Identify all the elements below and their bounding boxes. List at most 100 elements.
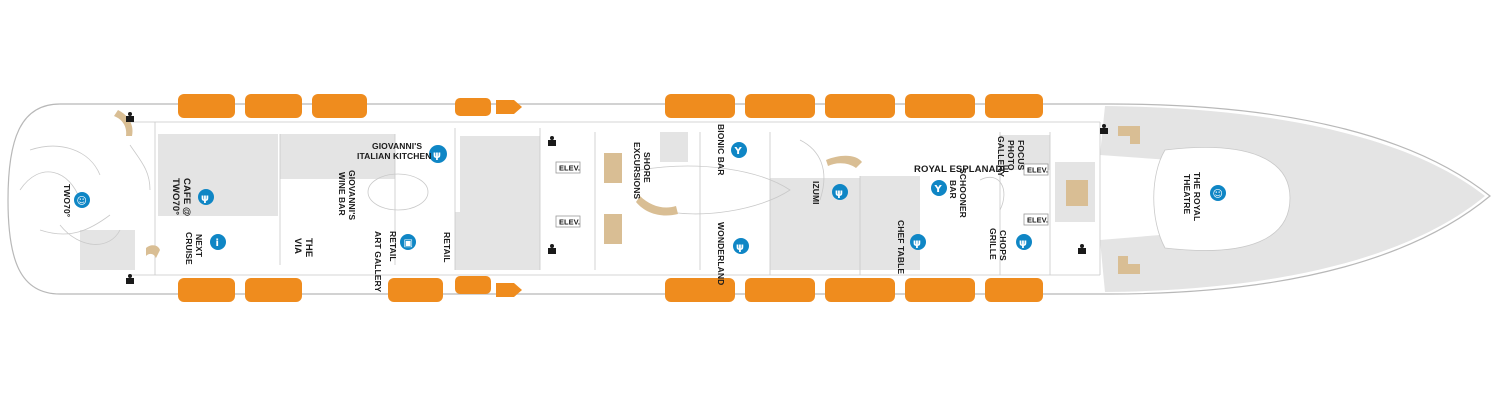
elevator-4: ELEV. xyxy=(1023,213,1049,226)
svg-text:TWO70°: TWO70° xyxy=(170,178,181,215)
label-chef-table: CHEF TABLE xyxy=(896,220,906,274)
theatre-masks-icon: ☺ xyxy=(1210,185,1226,201)
svg-text:ψ: ψ xyxy=(433,150,441,161)
svg-text:THE: THE xyxy=(303,238,314,257)
svg-text:Y: Y xyxy=(934,184,943,195)
restroom-icons xyxy=(126,112,1108,284)
label-giovannis-italian-kitchen-2: ITALIAN KITCHEN xyxy=(357,151,432,161)
svg-text:BIONIC BAR: BIONIC BAR xyxy=(716,124,726,176)
dining-icon: ψ xyxy=(429,145,447,163)
svg-text:PHOTO: PHOTO xyxy=(1006,140,1016,171)
svg-text:FOCUS: FOCUS xyxy=(1016,140,1026,170)
shopping-bag-icon: ▣ xyxy=(400,234,416,250)
label-bionic-bar: BIONIC BAR xyxy=(716,124,726,176)
svg-text:CRUISE: CRUISE xyxy=(184,232,194,265)
svg-text:CAFE @: CAFE @ xyxy=(181,178,192,216)
elevator-2: ELEV. xyxy=(555,215,581,228)
svg-text:WONDERLAND: WONDERLAND xyxy=(716,222,726,285)
label-schooner-bar: SCHOONER BAR xyxy=(948,168,968,218)
cocktail-icon: Y xyxy=(731,142,747,158)
elevator-3: ELEV. xyxy=(1023,163,1049,176)
svg-text:WINE BAR: WINE BAR xyxy=(337,172,347,216)
svg-text:THEATRE: THEATRE xyxy=(1182,174,1192,214)
label-the-via: THE VIA xyxy=(292,238,314,257)
stairs xyxy=(114,110,1140,274)
restroom-icon xyxy=(1078,244,1086,254)
svg-text:IZUMI: IZUMI xyxy=(811,181,821,205)
lifeboats-bottom xyxy=(178,276,1043,302)
svg-text:RETAIL: RETAIL xyxy=(442,232,452,263)
esplanade-curves xyxy=(639,139,1005,215)
dining-icon: ψ xyxy=(910,234,926,250)
label-shore-excursions: SHORE EXCURSIONS xyxy=(632,142,652,199)
svg-text:GRILLE: GRILLE xyxy=(988,228,998,260)
svg-text:ψ: ψ xyxy=(201,193,209,204)
svg-text:ψ: ψ xyxy=(1019,238,1027,249)
svg-text:ELEV.: ELEV. xyxy=(1027,166,1048,175)
label-royal-theatre: THE ROYAL THEATRE xyxy=(1182,172,1202,221)
label-cafe-two70: CAFE @ TWO70° xyxy=(170,178,192,216)
svg-text:GALLERY: GALLERY xyxy=(996,136,1006,177)
dining-icon: ψ xyxy=(733,238,749,254)
restroom-icon xyxy=(548,244,556,254)
svg-text:ART GALLERY: ART GALLERY xyxy=(373,231,383,292)
svg-text:TWO70°: TWO70° xyxy=(62,184,72,218)
room-cafe xyxy=(158,134,278,216)
svg-text:ELEV.: ELEV. xyxy=(1027,216,1048,225)
lifeboats-top xyxy=(178,94,1043,118)
dining-icon: ψ xyxy=(198,189,214,205)
room-esplanade-center xyxy=(860,176,920,270)
elevator-1: ELEV. xyxy=(555,161,581,174)
restroom-icon xyxy=(126,112,134,122)
aft-curves xyxy=(19,144,151,245)
svg-text:RETAIL: RETAIL xyxy=(388,231,398,262)
label-chops-grille: CHOPS GRILLE xyxy=(988,228,1008,261)
room-giovanni-kitchen xyxy=(280,134,395,179)
svg-text:SCHOONER: SCHOONER xyxy=(958,168,968,218)
label-art-gallery: ART GALLERY xyxy=(373,231,383,292)
svg-text:ELEV.: ELEV. xyxy=(559,164,580,173)
room-bottom-left xyxy=(80,230,135,270)
svg-text:SHORE: SHORE xyxy=(642,152,652,183)
svg-text:VIA: VIA xyxy=(292,238,303,254)
room-wine xyxy=(460,136,540,216)
label-focus-photo-gallery: FOCUS PHOTO GALLERY xyxy=(996,136,1026,177)
svg-text:NEXT: NEXT xyxy=(194,234,204,258)
label-izumi: IZUMI xyxy=(811,181,821,205)
svg-text:☺: ☺ xyxy=(1213,189,1223,200)
label-two70: TWO70° xyxy=(62,184,72,218)
room-shore xyxy=(660,132,688,162)
svg-text:GIOVANNI'S: GIOVANNI'S xyxy=(347,170,357,220)
svg-text:i: i xyxy=(216,238,219,249)
restroom-icon xyxy=(1100,124,1108,134)
corridor-lines xyxy=(130,121,1101,276)
svg-text:THE ROYAL: THE ROYAL xyxy=(1192,172,1202,221)
svg-text:ψ: ψ xyxy=(913,238,921,249)
label-wonderland: WONDERLAND xyxy=(716,222,726,285)
label-giovannis-wine-bar: GIOVANNI'S WINE BAR xyxy=(337,170,357,220)
svg-text:▣: ▣ xyxy=(404,238,413,249)
label-royal-esplanade: ROYAL ESPLANADE xyxy=(914,164,1009,175)
svg-text:BAR: BAR xyxy=(948,180,958,199)
label-retail-1: RETAIL xyxy=(388,231,398,262)
restroom-icon xyxy=(548,136,556,146)
info-icon: i xyxy=(210,234,226,250)
svg-text:CHOPS: CHOPS xyxy=(998,230,1008,261)
cocktail-icon: Y xyxy=(931,180,947,196)
theatre-masks-icon: ☺ xyxy=(74,192,90,208)
label-giovannis-italian-kitchen-1: GIOVANNI'S xyxy=(372,141,422,151)
svg-text:Y: Y xyxy=(734,146,743,157)
label-retail-2: RETAIL xyxy=(442,232,452,263)
wine-bar-oval xyxy=(367,173,429,211)
svg-text:EXCURSIONS: EXCURSIONS xyxy=(632,142,642,199)
restroom-icon xyxy=(126,274,134,284)
svg-text:CHEF TABLE: CHEF TABLE xyxy=(896,220,906,274)
svg-text:ψ: ψ xyxy=(835,188,843,199)
dining-icon: ψ xyxy=(1016,234,1032,250)
label-next-cruise: NEXT CRUISE xyxy=(184,232,204,265)
room-lower-mid xyxy=(455,212,540,270)
svg-text:ELEV.: ELEV. xyxy=(559,218,580,227)
dining-icon: ψ xyxy=(832,184,848,200)
svg-text:☺: ☺ xyxy=(77,196,87,207)
